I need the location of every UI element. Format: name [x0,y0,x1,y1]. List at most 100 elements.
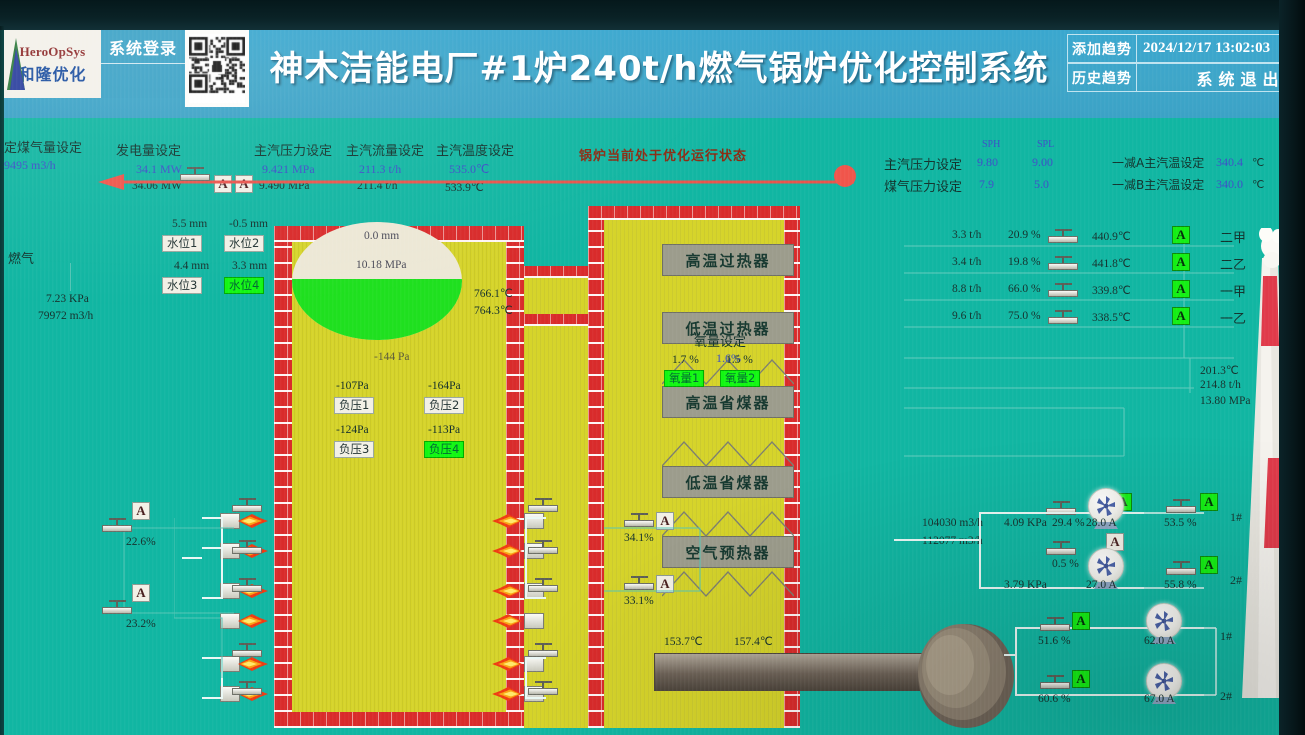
attemp-3-temp: 339.8℃ [1092,285,1131,297]
furnace-outlet-temp-2: 764.3℃ [474,305,513,317]
fd-fan-1-damper-value: 53.5 % [1164,517,1197,529]
flame-icon [238,614,268,628]
fd-fan-1-mode[interactable]: A [1200,493,1218,511]
flue-exit-temp-1: 153.7℃ [664,636,703,648]
id-fan-2-current: 67.0 A [1144,693,1175,705]
air-valve-2-opening: 33.1% [624,595,654,607]
hx-low-temp-economizer[interactable]: 低温省煤器 [662,466,794,498]
attemp-a-setpoint-value[interactable]: 340.4 [1216,155,1243,169]
attemp-1-valve[interactable] [1048,229,1078,243]
system-exit-button[interactable]: 系统退出 [1137,63,1305,92]
spl-column-header: SPL [1037,139,1055,150]
steam-pressure-sph[interactable]: 9.80 [977,155,998,169]
water-level-2-tag[interactable]: 水位2 [224,235,265,252]
attemp-2-valve[interactable] [1048,256,1078,270]
fd-fan-2-mode[interactable]: A [1200,556,1218,574]
air-valve-2-mode[interactable]: A [656,575,674,593]
id-fan-2-damper[interactable] [1040,675,1070,689]
id-fan-2-mode[interactable]: A [1072,670,1090,688]
id-fan-1-damper-value: 51.6 % [1038,635,1071,647]
fd-fan-2-damper[interactable] [1166,561,1196,575]
add-trend-button[interactable]: 添加趋势 [1067,34,1137,63]
hx-air-preheater[interactable]: 空气预热器 [662,536,794,568]
attemp-3-valve[interactable] [1048,283,1078,297]
id-fan-1-mode[interactable]: A [1072,612,1090,630]
attemp-2-mode[interactable]: A [1172,253,1190,271]
main-steam-valve[interactable] [180,167,210,181]
login-button-underpanel [101,64,185,98]
attemp-4-mode[interactable]: A [1172,307,1190,325]
burner-air-valve-4[interactable] [528,643,558,657]
air-branch-lines [604,527,701,592]
history-trend-button[interactable]: 历史趋势 [1067,63,1137,92]
gas-pressure-sph[interactable]: 7.9 [979,177,994,191]
attemp-b-setpoint-label: 一减B主汽温设定 [1112,178,1205,192]
attemp-4-temp: 338.5℃ [1092,312,1131,324]
air-control-valve-2[interactable] [624,576,654,590]
hx-high-temp-economizer[interactable]: 高温省煤器 [662,386,794,418]
burner-gas-valve-5[interactable] [232,681,262,695]
oxygen-setpoint-label: 氧量设定 [694,335,747,350]
steam-outlet-node [834,165,856,187]
attemp-1-mode[interactable]: A [1172,226,1190,244]
gas-valve-2-mode[interactable]: A [132,584,150,602]
gas-control-valve-1[interactable] [102,518,132,532]
attemp-4-flow: 9.6 t/h [952,310,982,322]
id-fan-1-current: 62.0 A [1144,635,1175,647]
attemp-4-valve[interactable] [1048,310,1078,324]
fd-fan-flow-1: 104030 m3/h [922,517,984,529]
login-qr-code[interactable] [185,30,249,107]
burner-air-valve-2[interactable] [528,540,558,554]
fan-blade-icon [1097,556,1115,576]
draft-3-tag[interactable]: 负压3 [334,441,375,458]
air-valve-1-mode[interactable]: A [656,512,674,530]
burner-gas-valve-1[interactable] [232,498,262,512]
water-level-4-tag[interactable]: 水位4 [224,277,265,294]
gas-control-valve-2[interactable] [102,600,132,614]
fd-fan-2-id: 2# [1230,573,1242,587]
burner-gas-headers [174,517,223,699]
burner-left-1 [220,510,274,532]
air-control-valve-1[interactable] [624,513,654,527]
burner-air-valve-3[interactable] [528,578,558,592]
draft-4-tag[interactable]: 负压4 [424,441,465,458]
oxygen-setpoint-value[interactable]: 1.6% [716,351,741,365]
burner-air-valve-5[interactable] [528,681,558,695]
attemp-b-setpoint-value[interactable]: 340.0 [1216,177,1243,191]
burner-gas-valve-3[interactable] [232,578,262,592]
water-level-3-tag[interactable]: 水位3 [162,277,203,294]
hx-high-temp-superheater[interactable]: 高温过热器 [662,244,794,276]
gas-valve-1-mode[interactable]: A [132,502,150,520]
steam-pressure-setpoint-value: 9.421 MPa [262,162,315,176]
hx-low-temp-superheater[interactable]: 低温过热器 [662,312,794,344]
oxygen-2-tag[interactable]: 氧量2 [720,370,761,387]
fd-fan-2[interactable] [1086,548,1126,589]
id-fan-2-damper-value: 60.6 % [1038,693,1071,705]
burner-right-5 [490,653,544,675]
feedwater-valve-2[interactable] [1046,541,1076,555]
flame-icon [492,544,522,558]
burner-gas-valve-2[interactable] [232,540,262,554]
fd-fan-1[interactable] [1086,488,1126,529]
draft-1-tag[interactable]: 负压1 [334,397,375,414]
gas-pressure-spl[interactable]: 5.0 [1034,177,1049,191]
oxygen-1-tag[interactable]: 氧量1 [664,370,705,387]
system-login-button[interactable]: 系统登录 [101,30,185,64]
id-fan-1-damper[interactable] [1040,617,1070,631]
id-fan-1[interactable] [1144,603,1184,644]
attemp-2-temp: 441.8℃ [1092,258,1131,270]
feedwater-valve-1[interactable] [1046,501,1076,515]
system-datetime: 2024/12/17 13:02:03 [1137,34,1305,63]
attemp-1-opening: 20.9 % [1008,229,1041,241]
burner-air-valve-1[interactable] [528,498,558,512]
steam-pressure-spl[interactable]: 9.00 [1032,155,1053,169]
draft-4-value: -113Pa [428,424,461,436]
draft-2-tag[interactable]: 负压2 [424,397,465,414]
id-fan-2[interactable] [1144,663,1184,704]
water-level-1-tag[interactable]: 水位1 [162,235,203,252]
fd-fan-1-damper[interactable] [1166,499,1196,513]
main-gas-line [123,527,234,614]
burner-gas-valve-4[interactable] [232,643,262,657]
header-controls: 添加趋势 历史趋势 2024/12/17 13:02:03 系统退出 [1067,34,1305,96]
attemp-3-mode[interactable]: A [1172,280,1190,298]
